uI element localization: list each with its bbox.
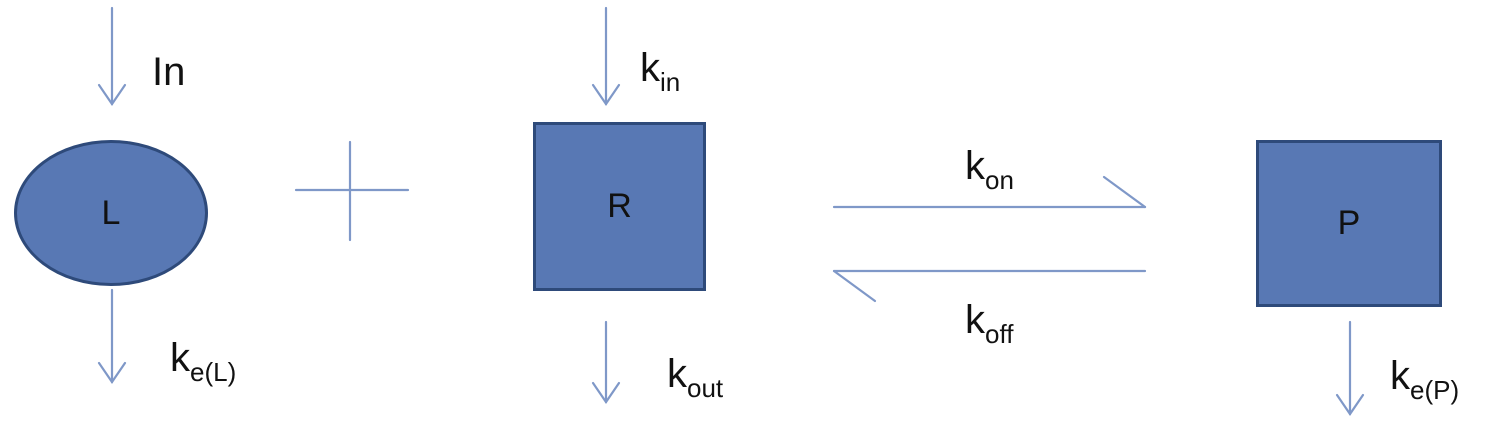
k-in-label: kin <box>640 46 680 95</box>
ligand-node: L <box>14 140 208 286</box>
k-e-l-label-base: k <box>170 336 190 380</box>
receptor-node: R <box>533 122 706 291</box>
k-on-label: kon <box>965 144 1014 193</box>
k-in-label-sub: in <box>660 67 681 97</box>
k-off-arrow <box>832 269 1147 303</box>
k-on-label-base: k <box>965 144 985 188</box>
receptor-node-label: R <box>607 187 632 225</box>
k-e-l-arrow <box>97 288 127 384</box>
input-arrow <box>97 6 127 106</box>
k-e-p-label: ke(P) <box>1390 354 1459 403</box>
k-e-p-arrow <box>1335 320 1365 416</box>
plus-icon <box>294 140 410 242</box>
k-on-label-sub: on <box>985 165 1014 195</box>
complex-node: P <box>1256 140 1442 307</box>
input-label: In <box>152 50 186 94</box>
k-out-label: kout <box>667 352 723 401</box>
ligand-node-label: L <box>101 193 121 232</box>
k-in-arrow <box>591 6 621 106</box>
k-off-label-base: k <box>965 298 985 342</box>
k-e-l-label: ke(L) <box>170 336 236 385</box>
k-out-label-sub: out <box>687 373 724 403</box>
k-out-arrow <box>591 320 621 404</box>
k-off-label: koff <box>965 298 1013 347</box>
k-on-arrow <box>832 175 1147 209</box>
k-in-label-base: k <box>640 46 660 90</box>
k-e-p-label-sub: e(P) <box>1410 375 1460 405</box>
k-out-label-base: k <box>667 352 687 396</box>
k-e-p-label-base: k <box>1390 354 1410 398</box>
k-e-l-label-sub: e(L) <box>190 357 237 387</box>
k-off-label-sub: off <box>985 319 1014 349</box>
complex-node-label: P <box>1337 204 1361 242</box>
